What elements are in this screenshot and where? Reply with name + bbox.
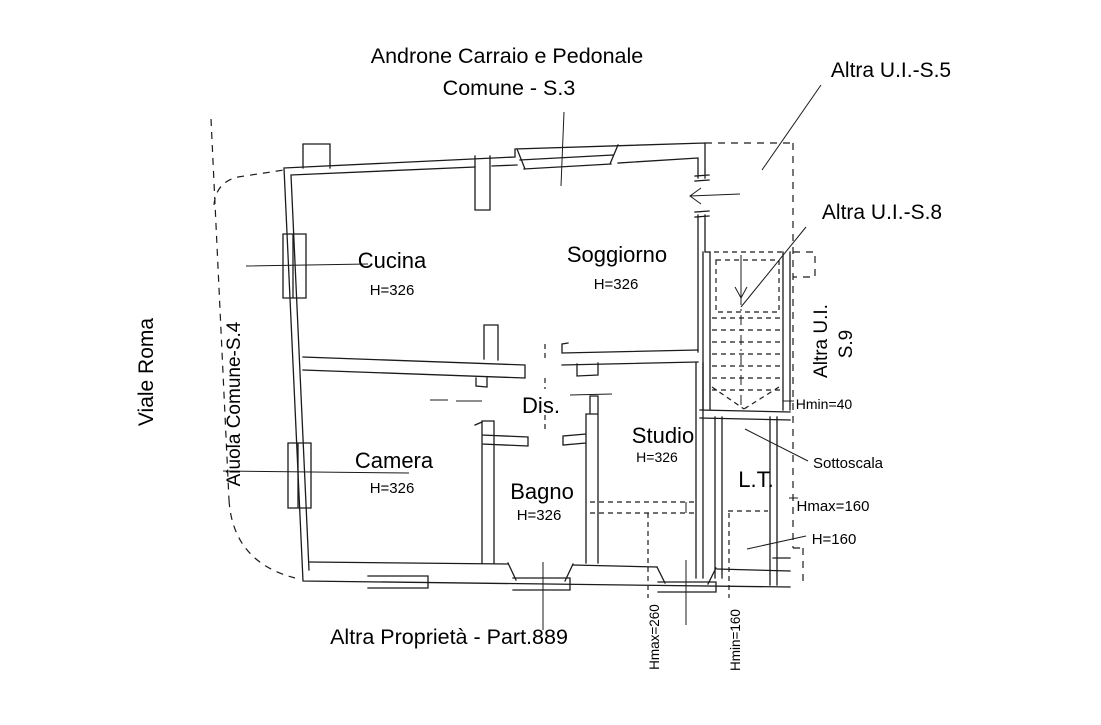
room-label-dis: Dis. (522, 393, 560, 418)
property-boundaries (210, 118, 816, 598)
leader-lines (222, 84, 822, 630)
label-altra-ui-s8: Altra U.I.-S.8 (822, 201, 942, 224)
room-height-cucina: H=326 (370, 282, 415, 299)
room-height-bagno: H=326 (517, 507, 562, 524)
stair-down-arrow-icon (734, 258, 748, 300)
annotation-hmin160: Hmin=160 (728, 609, 743, 671)
annotation-sottoscala: Sottoscala (813, 455, 884, 472)
androne-title-line1: Androne Carraio e Pedonale (371, 44, 644, 68)
entry-arrow-icon (689, 187, 741, 205)
annotation-hmin40: Hmin=40 (796, 396, 853, 412)
room-height-studio: H=326 (636, 449, 678, 465)
label-altra-ui-s9-line1: Altra U.I. (811, 304, 832, 378)
room-height-soggiorno: H=326 (594, 276, 639, 293)
outer-walls (283, 142, 791, 588)
interior-partitions (302, 155, 699, 564)
windows-and-chimney (282, 143, 331, 509)
room-label-lt: L.T. (738, 467, 773, 492)
label-altra-proprieta: Altra Proprietà - Part.889 (330, 625, 568, 649)
doors-and-thresholds (367, 562, 717, 593)
room-label-bagno: Bagno (510, 479, 574, 504)
label-altra-ui-s5: Altra U.I.-S.5 (831, 59, 951, 82)
room-label-soggiorno: Soggiorno (567, 242, 667, 267)
room-label-camera: Camera (355, 448, 434, 473)
annotation-h160: H=160 (812, 531, 857, 548)
label-altra-ui-s9-line2: S.9 (836, 330, 857, 359)
annotation-hmax160: Hmax=160 (797, 498, 870, 515)
room-height-camera: H=326 (370, 480, 415, 497)
room-label-cucina: Cucina (358, 248, 427, 273)
lt-room-walls (714, 416, 791, 586)
androne-title-line2: Comune - S.3 (443, 76, 576, 100)
room-label-studio: Studio (632, 423, 694, 448)
annotation-hmax260: Hmax=260 (647, 604, 662, 670)
label-aiuola-comune-s4: Aiuola Comune-S.4 (224, 321, 245, 486)
label-viale-roma: Viale Roma (135, 318, 158, 426)
stairwell (699, 251, 791, 421)
